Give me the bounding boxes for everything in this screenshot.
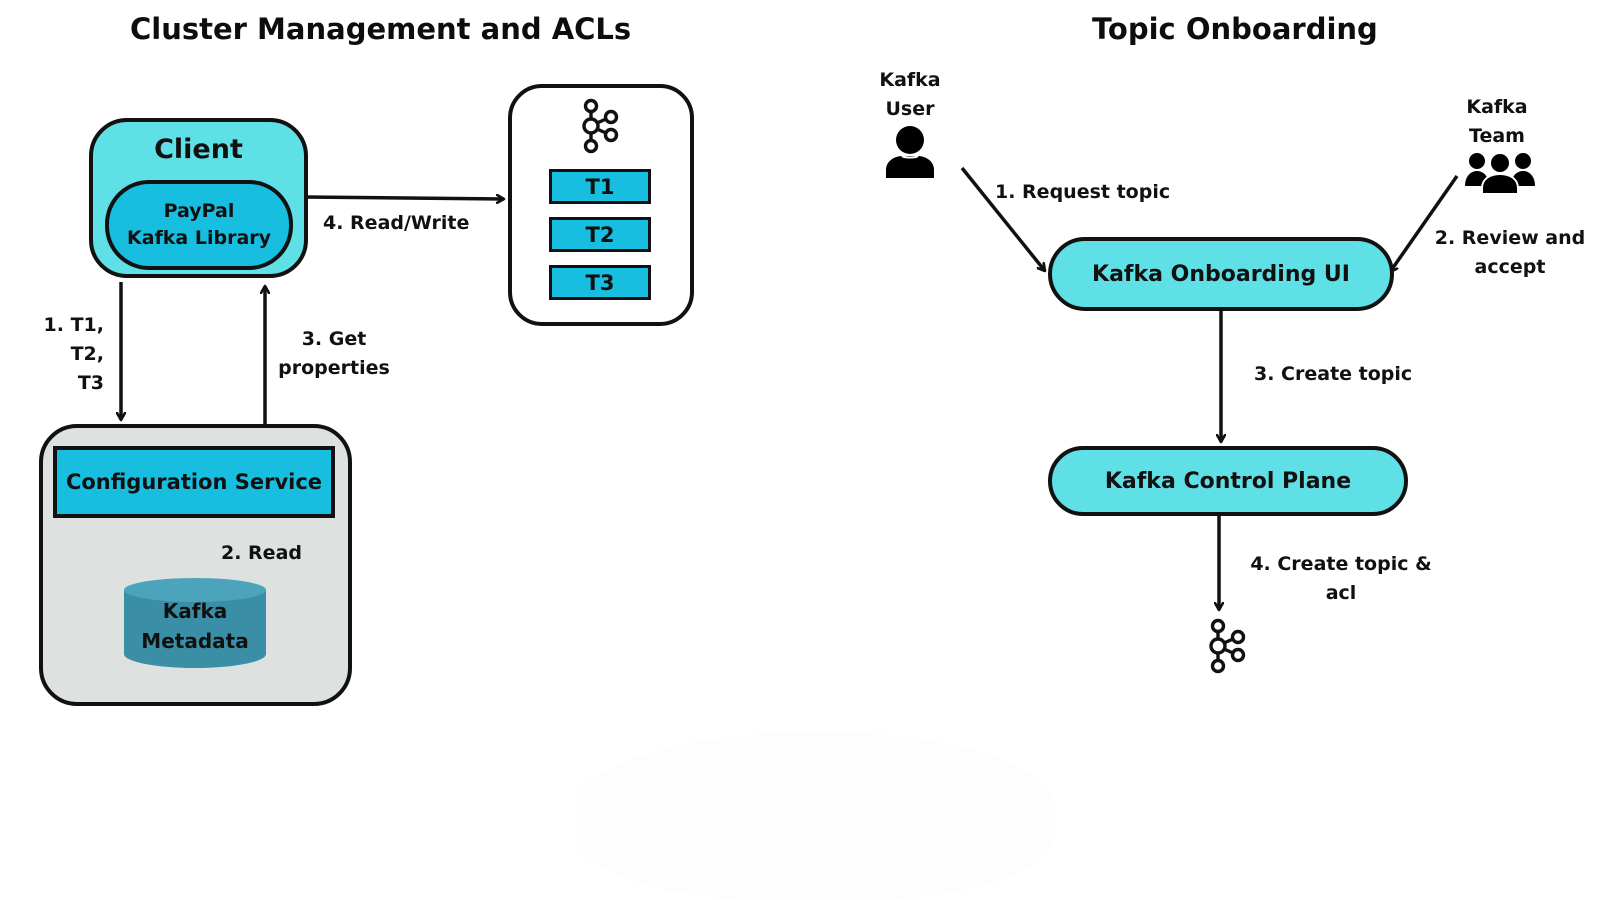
label-step1-line2: T2, <box>70 343 104 365</box>
arrow-review-accept <box>1388 174 1459 272</box>
label-review-accept-line1: 2. Review and <box>1434 227 1586 249</box>
kafka-team-line2: Team <box>1469 125 1525 147</box>
topic-t1: T1 <box>549 169 651 204</box>
kafka-metadata-database <box>124 578 266 668</box>
right-panel-title: Topic Onboarding <box>1092 12 1378 46</box>
label-request-topic: 1. Request topic <box>995 181 1171 203</box>
label-create-topic-acl-line2: acl <box>1325 582 1357 604</box>
label-step1-line1: 1. T1, <box>43 314 104 336</box>
topic-t3: T3 <box>549 265 651 300</box>
metadata-label: Kafka Metadata <box>122 596 268 656</box>
label-step4-read-write: 4. Read/Write <box>323 212 470 234</box>
background-blob <box>575 732 1055 900</box>
arrow-read-write <box>303 197 504 199</box>
library-label-line2: Kafka Library <box>126 227 272 249</box>
library-label-line1: PayPal <box>163 200 235 222</box>
kafka-icon <box>1209 618 1246 674</box>
client-label: Client <box>154 134 243 165</box>
paypal-kafka-library: PayPal Kafka Library <box>105 180 293 270</box>
label-step1-line3: T3 <box>77 372 104 394</box>
topic-t2: T2 <box>549 217 651 252</box>
label-review-accept-line2: accept <box>1474 256 1546 278</box>
configuration-service: Configuration Service <box>53 446 335 518</box>
kafka-user-label: Kafka User <box>870 66 950 124</box>
left-panel-title: Cluster Management and ACLs <box>130 12 632 46</box>
kafka-team-line1: Kafka <box>1466 96 1528 118</box>
label-step1: 1. T1, T2, T3 <box>30 311 104 398</box>
metadata-label-line1: Kafka <box>162 599 228 623</box>
metadata-label-line2: Metadata <box>141 629 249 653</box>
label-step2-read: 2. Read <box>221 542 302 564</box>
label-step3-line1: 3. Get <box>301 328 367 350</box>
label-step3: 3. Get properties <box>270 325 398 383</box>
label-step3-line2: properties <box>278 357 390 379</box>
label-create-topic-acl: 4. Create topic & acl <box>1246 550 1436 608</box>
label-create-topic: 3. Create topic <box>1254 363 1413 385</box>
kafka-onboarding-ui-node: Kafka Onboarding UI <box>1048 237 1394 311</box>
label-review-accept: 2. Review and accept <box>1428 224 1592 282</box>
kafka-control-plane-node: Kafka Control Plane <box>1048 446 1408 516</box>
kafka-team-label: Kafka Team <box>1457 93 1537 151</box>
label-create-topic-acl-line1: 4. Create topic & <box>1250 553 1432 575</box>
user-icon <box>886 126 934 178</box>
kafka-user-line1: Kafka <box>879 69 941 91</box>
kafka-icon <box>582 98 619 154</box>
users-group-icon <box>1465 152 1535 194</box>
kafka-user-line2: User <box>885 98 935 120</box>
arrow-request-topic <box>960 166 1047 271</box>
